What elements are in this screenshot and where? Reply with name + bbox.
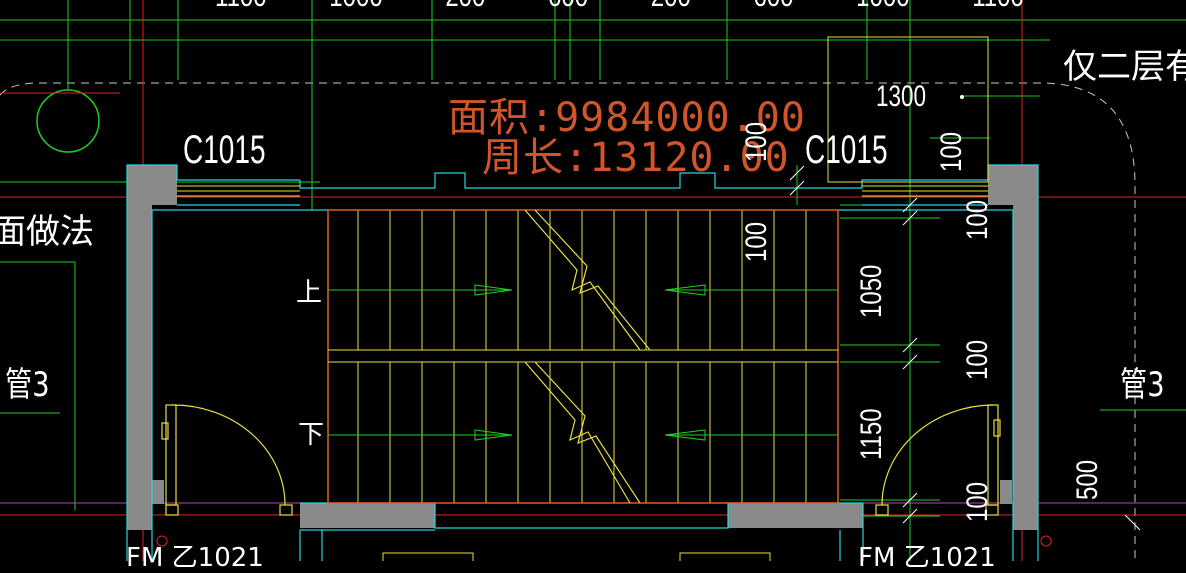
window-tag-left: C1015: [183, 128, 266, 172]
axis-node-marker: [156, 535, 168, 547]
dim-100-d: 100: [961, 199, 994, 240]
window-lines: [177, 36, 989, 561]
dim-100-b: 100: [935, 131, 968, 172]
dim-500: 500: [1071, 459, 1104, 500]
note-pipe-right: 管3: [1120, 365, 1165, 405]
door-left: [161, 404, 293, 516]
stair-landing: [328, 349, 838, 363]
dim-100-e: 100: [961, 339, 994, 380]
note-second-floor-only: 仅二层有: [1063, 47, 1186, 87]
dim-top-row: 1100 1000 200 600 200 600 1000 1100: [215, 0, 1024, 12]
note-surface-method: 面做法: [0, 212, 94, 252]
stair-break-lines: [524, 209, 651, 504]
stair-up-label: 上: [296, 278, 323, 308]
structural-columns: [127, 165, 1038, 530]
dimension-line-right: [1124, 514, 1141, 531]
red-axis-lines: [0, 0, 1186, 561]
perimeter-value: 周长:13120.00: [482, 135, 790, 181]
door-right: [875, 404, 1001, 516]
window-tag-right: C1015: [805, 128, 888, 172]
door-tag-right: FM 乙1021: [858, 543, 996, 573]
cad-drawing-canvas[interactable]: [0, 0, 1186, 561]
door-tag-left: FM 乙1021: [126, 543, 264, 573]
dimension-ticks: [789, 165, 918, 524]
dashed-boundary: [0, 82, 1136, 561]
axis-bubble-circle: [36, 89, 100, 153]
dim-1050: 1050: [855, 264, 888, 318]
axis-node-marker-right: [1040, 535, 1052, 547]
dim-100-c: 100: [740, 221, 773, 262]
note-pipe-left: 管3: [5, 365, 50, 405]
stair-treads: [357, 210, 807, 503]
leader-dot: [960, 95, 964, 99]
dim-1150: 1150: [855, 408, 888, 460]
stair-outline: [327, 209, 839, 504]
dim-100-a: 100: [740, 121, 773, 162]
dim-1300: 1300: [876, 80, 927, 113]
stair-arrows: [328, 284, 838, 441]
area-value: 面积:9984000.00: [448, 95, 806, 141]
stair-down-label: 下: [298, 420, 325, 450]
green-grid-lines: [0, 0, 1186, 561]
dim-100-f: 100: [961, 481, 994, 522]
